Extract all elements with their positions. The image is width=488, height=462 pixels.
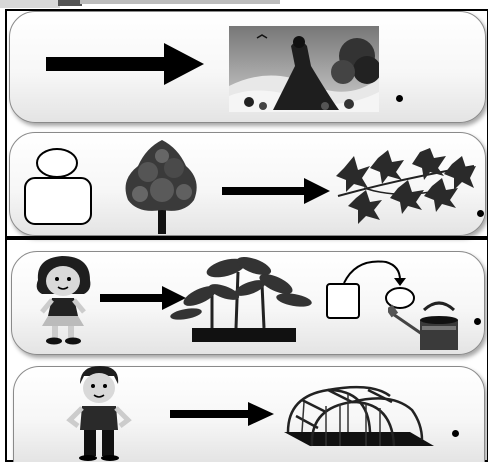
spring-scene-image — [229, 26, 379, 112]
watering-can-image — [388, 301, 458, 350]
period-dot — [477, 210, 484, 217]
arrow-icon — [222, 178, 330, 204]
girl-image — [36, 256, 91, 345]
arrow-icon — [100, 286, 186, 310]
leaves-image — [336, 148, 476, 224]
period-dot — [452, 430, 459, 437]
top-cropped-strip — [0, 0, 488, 8]
arrow-icon — [170, 402, 274, 426]
greenhouse-image — [284, 385, 434, 447]
period-dot — [396, 95, 403, 102]
seedlings-tray-image — [170, 256, 312, 342]
boy-image — [66, 366, 132, 461]
tree-image — [125, 140, 197, 234]
person-outline-icon — [24, 148, 92, 225]
box-to-circle-icon — [326, 260, 415, 319]
period-dot — [474, 318, 481, 325]
arrow-icon — [46, 43, 204, 85]
